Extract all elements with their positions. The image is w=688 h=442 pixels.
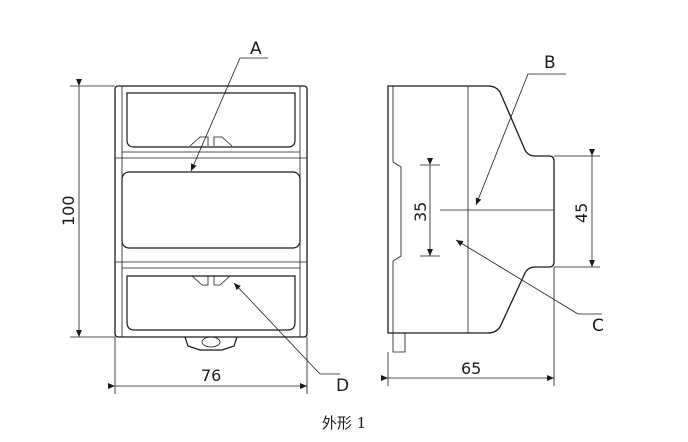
side-view: 35 45 B C 65 <box>381 53 604 386</box>
front-body <box>114 85 308 338</box>
side-profile <box>387 85 555 334</box>
dim-rail-inner: 35 <box>411 202 430 222</box>
front-view: A D 100 76 <box>59 39 349 396</box>
label-c: C <box>592 316 604 336</box>
din-clip <box>184 336 238 351</box>
figure-caption: 外形 1 <box>321 414 367 432</box>
dim-width-side: 65 <box>461 359 481 378</box>
dim-height: 100 <box>59 195 78 226</box>
label-b: B <box>544 53 556 73</box>
label-d: D <box>336 376 349 396</box>
label-a: A <box>250 39 262 59</box>
dim-rail-outer: 45 <box>572 203 591 223</box>
top-terminal-cover <box>126 92 296 148</box>
dim-width-front: 76 <box>201 366 221 385</box>
display-window <box>121 171 301 249</box>
bottom-terminal-cover <box>126 275 296 331</box>
